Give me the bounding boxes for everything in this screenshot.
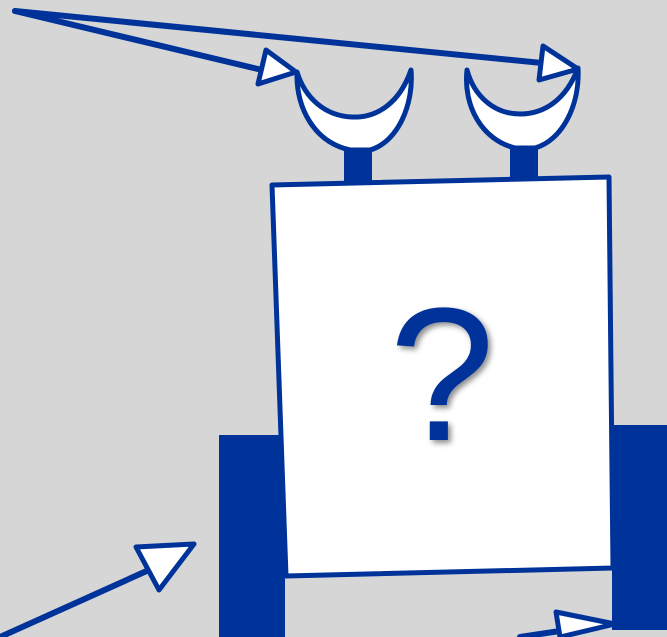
left-wheel (219, 435, 285, 637)
question-mark: ? (389, 269, 495, 481)
right-wheel (612, 425, 667, 630)
